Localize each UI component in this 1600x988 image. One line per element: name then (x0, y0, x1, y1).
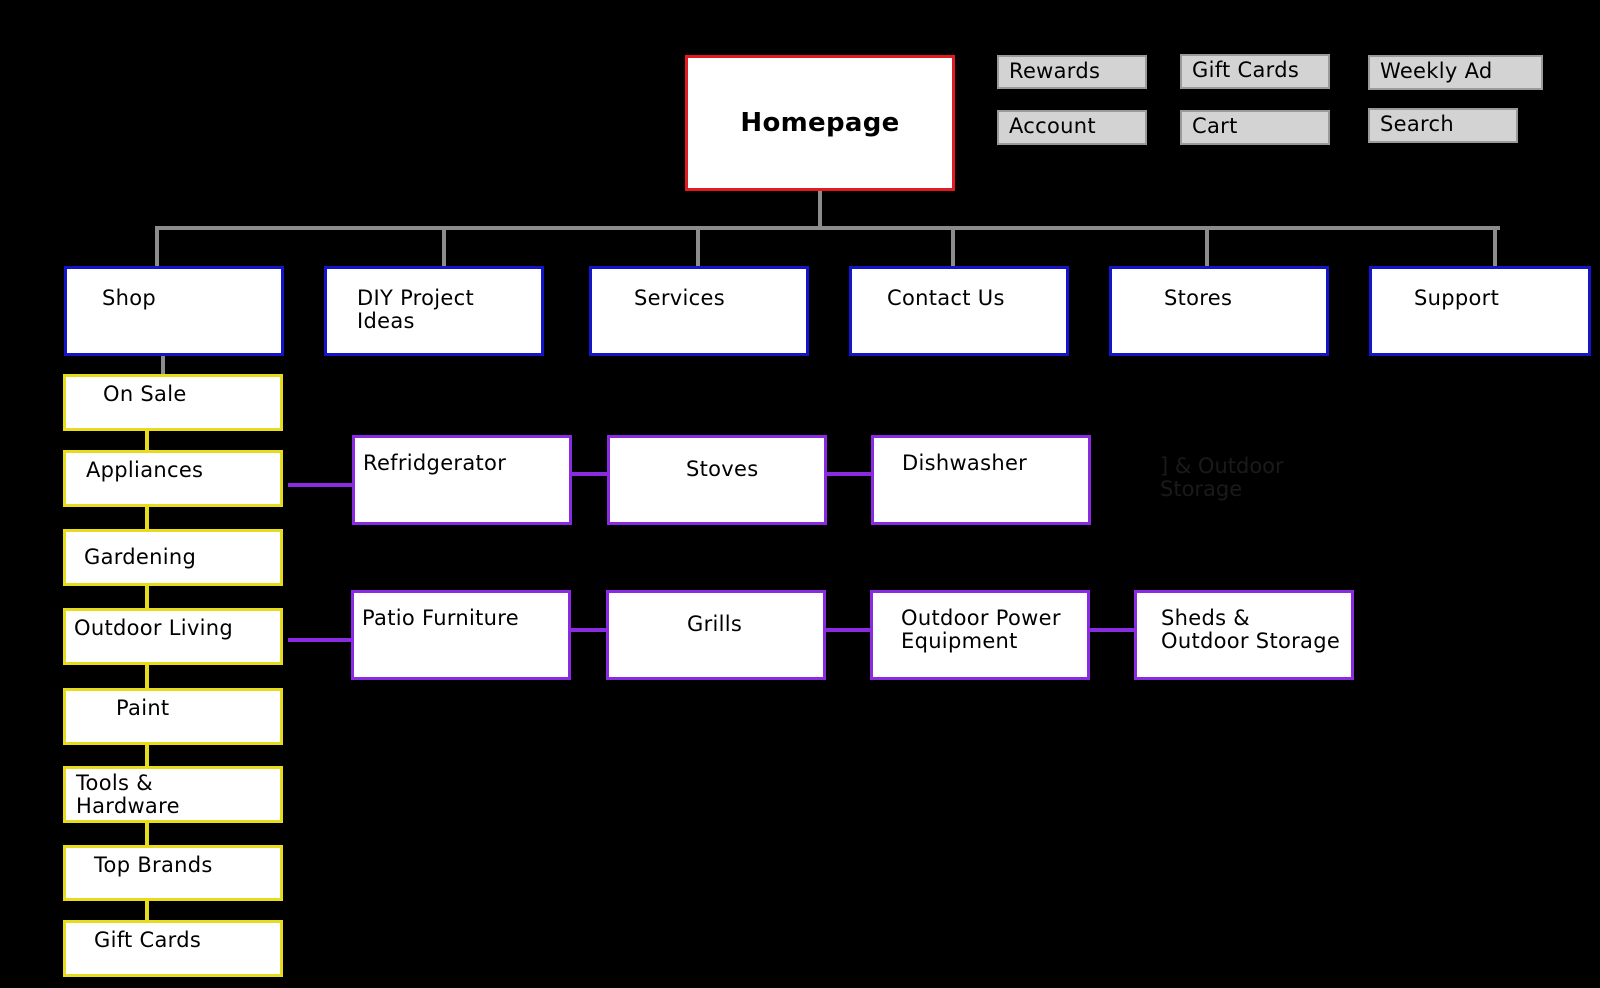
utility-weekly-ad[interactable]: Weekly Ad (1368, 55, 1543, 90)
utility-cart[interactable]: Cart (1180, 110, 1330, 145)
shop-paint[interactable]: Paint (63, 688, 283, 745)
shop-gardening[interactable]: Gardening (63, 529, 283, 586)
nav-stores[interactable]: Stores (1109, 266, 1329, 356)
shop-appliances[interactable]: Appliances (63, 450, 283, 507)
outdoor-power-equipment[interactable]: Outdoor Power Equipment (870, 590, 1090, 680)
appliances-refrigerator[interactable]: Refridgerator (352, 435, 572, 525)
nav-diy-project-ideas[interactable]: DIY Project Ideas (324, 266, 544, 356)
faint-label: ] & Outdoor Storage (1160, 454, 1284, 501)
outdoor-grills[interactable]: Grills (606, 590, 826, 680)
homepage-node[interactable]: Homepage (685, 55, 955, 191)
shop-top-brands[interactable]: Top Brands (63, 845, 283, 901)
outdoor-patio-furniture[interactable]: Patio Furniture (351, 590, 571, 680)
shop-tools-hardware[interactable]: Tools & Hardware (63, 766, 283, 823)
shop-on-sale[interactable]: On Sale (63, 374, 283, 431)
homepage-label: Homepage (740, 107, 900, 138)
nav-contact-us[interactable]: Contact Us (849, 266, 1069, 356)
nav-shop[interactable]: Shop (64, 266, 284, 356)
utility-account[interactable]: Account (997, 110, 1147, 145)
shop-gift-cards[interactable]: Gift Cards (63, 920, 283, 977)
nav-services[interactable]: Services (589, 266, 809, 356)
appliances-dishwasher[interactable]: Dishwasher (871, 435, 1091, 525)
appliances-stoves[interactable]: Stoves (607, 435, 827, 525)
outdoor-sheds-storage[interactable]: Sheds & Outdoor Storage (1134, 590, 1354, 680)
nav-support[interactable]: Support (1369, 266, 1591, 356)
shop-outdoor-living[interactable]: Outdoor Living (63, 608, 283, 665)
utility-search[interactable]: Search (1368, 108, 1518, 143)
utility-gift-cards[interactable]: Gift Cards (1180, 54, 1330, 89)
utility-rewards[interactable]: Rewards (997, 55, 1147, 89)
